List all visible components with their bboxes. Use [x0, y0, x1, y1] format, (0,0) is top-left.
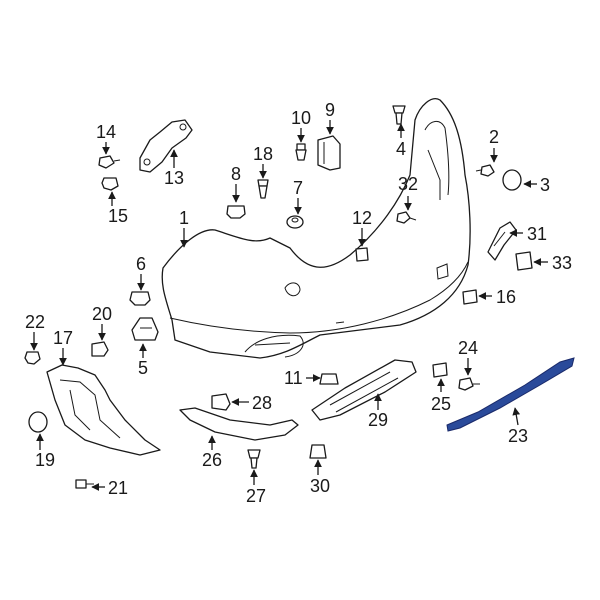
clip-5[interactable] — [131, 317, 159, 341]
callout-25: 25 — [431, 394, 451, 414]
callout-16: 16 — [496, 287, 516, 307]
callout-9: 9 — [325, 100, 335, 120]
bumper-cover[interactable] — [161, 98, 471, 359]
callout-3: 3 — [540, 175, 550, 195]
callout-19: 19 — [35, 450, 55, 470]
cap-3[interactable] — [502, 169, 522, 191]
callout-12: 12 — [352, 208, 372, 228]
clip-11[interactable] — [319, 373, 339, 385]
bolt-21[interactable] — [75, 479, 94, 489]
bracket-29[interactable] — [311, 359, 417, 421]
callout-30: 30 — [310, 476, 330, 496]
callout-22: 22 — [25, 312, 45, 332]
bolt-24[interactable] — [458, 377, 480, 391]
callout-14: 14 — [96, 122, 116, 142]
callout-28: 28 — [252, 393, 272, 413]
callout-10: 10 — [291, 108, 311, 128]
bolt-32[interactable] — [396, 211, 417, 224]
callout-13: 13 — [164, 168, 184, 188]
callout-11: 11 — [284, 368, 303, 388]
bracket-31[interactable] — [487, 221, 517, 261]
callout-31: 31 — [527, 224, 547, 244]
callout-4: 4 — [396, 139, 406, 159]
callout-6: 6 — [136, 254, 146, 274]
bolt-27[interactable] — [247, 449, 261, 469]
callout-20: 20 — [92, 304, 112, 324]
callout-26: 26 — [202, 450, 222, 470]
pad-16[interactable] — [462, 289, 478, 305]
callout-21: 21 — [108, 478, 128, 498]
absorber-17[interactable] — [46, 364, 161, 456]
clip-28[interactable] — [211, 393, 231, 411]
callout-27: 27 — [246, 486, 266, 506]
pad-12[interactable] — [355, 247, 369, 262]
bolt-2[interactable] — [475, 164, 495, 177]
callout-24: 24 — [458, 338, 478, 358]
callout-18: 18 — [253, 144, 273, 164]
callout-17: 17 — [53, 328, 73, 348]
bolt-18[interactable] — [257, 179, 269, 199]
nut-6[interactable] — [129, 291, 151, 306]
bracket-9[interactable] — [317, 135, 341, 171]
callout-15: 15 — [108, 206, 128, 226]
reflector-33[interactable] — [515, 251, 533, 271]
pad-25[interactable] — [432, 362, 448, 378]
push-pin-4[interactable] — [392, 105, 406, 125]
screw-10[interactable] — [295, 143, 307, 161]
nut-22[interactable] — [24, 351, 41, 365]
callout-5: 5 — [138, 358, 148, 378]
callout-1: 1 — [179, 208, 189, 228]
bolt-14[interactable] — [98, 155, 121, 169]
nut-8[interactable] — [226, 205, 246, 219]
trim-strip-23[interactable] — [446, 357, 575, 432]
leader-lines — [30, 120, 548, 491]
callout-29: 29 — [368, 410, 388, 430]
callout-8: 8 — [231, 164, 241, 184]
rivet-7[interactable] — [286, 215, 304, 229]
callout-33: 33 — [552, 253, 572, 273]
clip-20[interactable] — [91, 341, 109, 357]
nut-15[interactable] — [101, 177, 119, 191]
callout-32: 32 — [398, 174, 418, 194]
callout-2: 2 — [489, 127, 499, 147]
callout-23: 23 — [508, 426, 528, 446]
callout-labels: 1 2 3 4 5 6 7 8 9 10 11 12 13 14 15 16 1… — [25, 100, 572, 506]
bracket-13[interactable] — [139, 119, 193, 173]
clip-30[interactable] — [309, 444, 327, 459]
reflector-26[interactable] — [179, 407, 299, 441]
callout-7: 7 — [293, 178, 303, 198]
plug-19[interactable] — [28, 411, 48, 433]
